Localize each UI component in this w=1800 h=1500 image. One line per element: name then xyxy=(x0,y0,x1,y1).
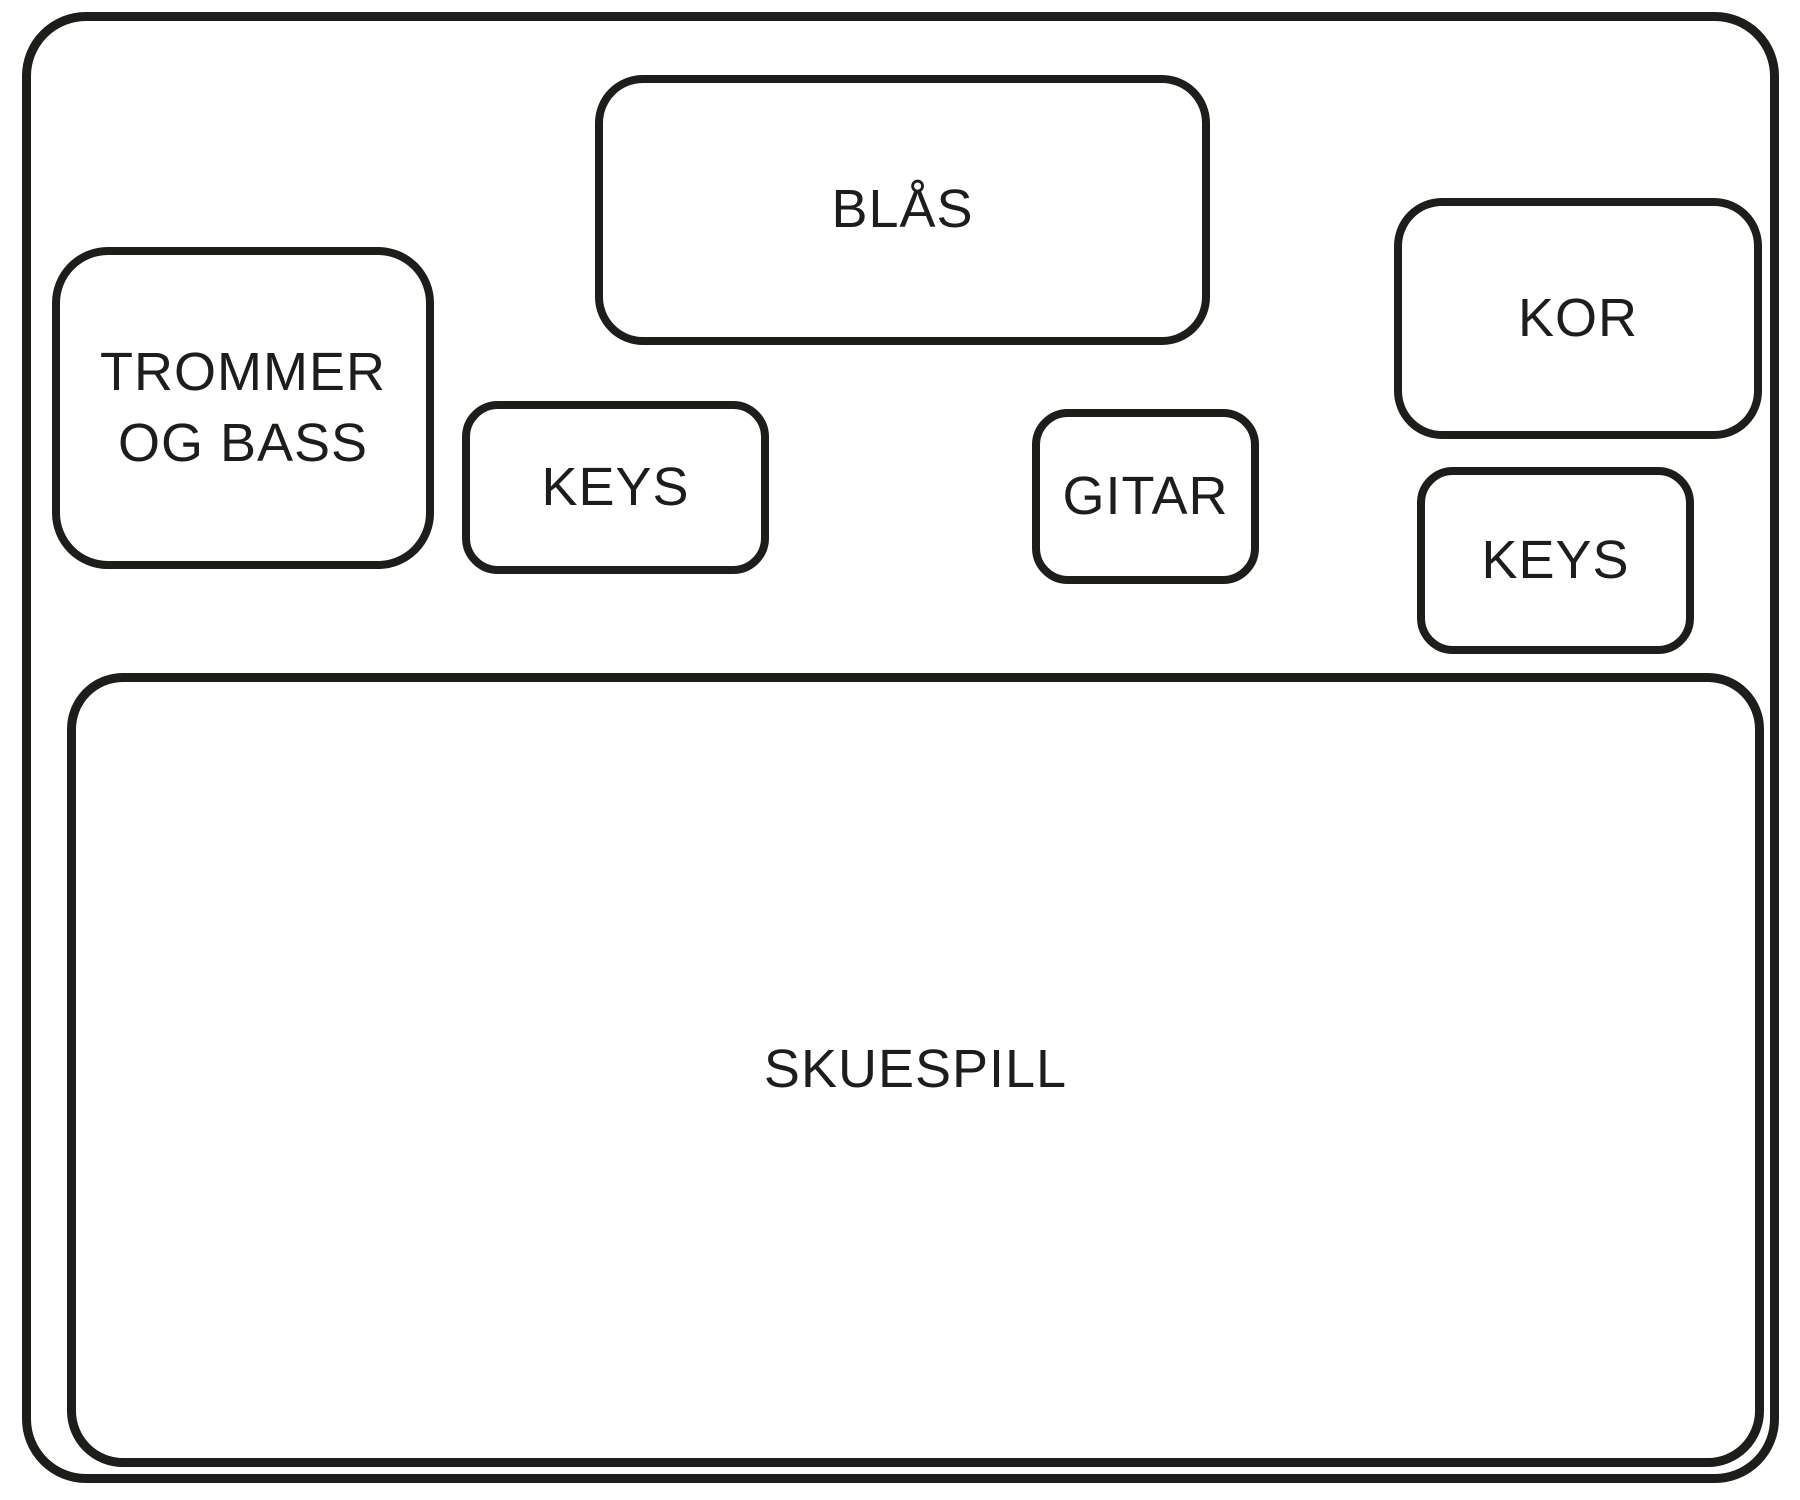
area-label-keys-left: KEYS xyxy=(541,456,690,517)
stage-outline: BLÅS TROMMER OG BASS KEYS GITAR KOR KEYS… xyxy=(22,12,1779,1483)
area-label-line2: OG BASS xyxy=(117,413,369,473)
stage-area-trommer-og-bass: TROMMER OG BASS xyxy=(52,247,434,569)
area-label-kor: KOR xyxy=(1517,287,1639,348)
area-label-line1: TROMMER xyxy=(100,341,386,402)
area-label-skuespill: SKUESPILL xyxy=(763,1039,1068,1100)
area-label-keys-right: KEYS xyxy=(1481,529,1630,590)
area-label-blas: BLÅS xyxy=(831,179,974,240)
stage-area-gitar: GITAR xyxy=(1032,409,1259,584)
stage-area-blas: BLÅS xyxy=(595,75,1210,345)
stage-area-keys-right: KEYS xyxy=(1417,467,1694,654)
stage-area-kor: KOR xyxy=(1394,198,1762,439)
stage-area-skuespill: SKUESPILL xyxy=(67,673,1764,1467)
stage-area-keys-left: KEYS xyxy=(462,401,769,574)
area-label-gitar: GITAR xyxy=(1062,465,1229,526)
area-label-trommer-og-bass: TROMMER OG BASS xyxy=(100,337,386,480)
